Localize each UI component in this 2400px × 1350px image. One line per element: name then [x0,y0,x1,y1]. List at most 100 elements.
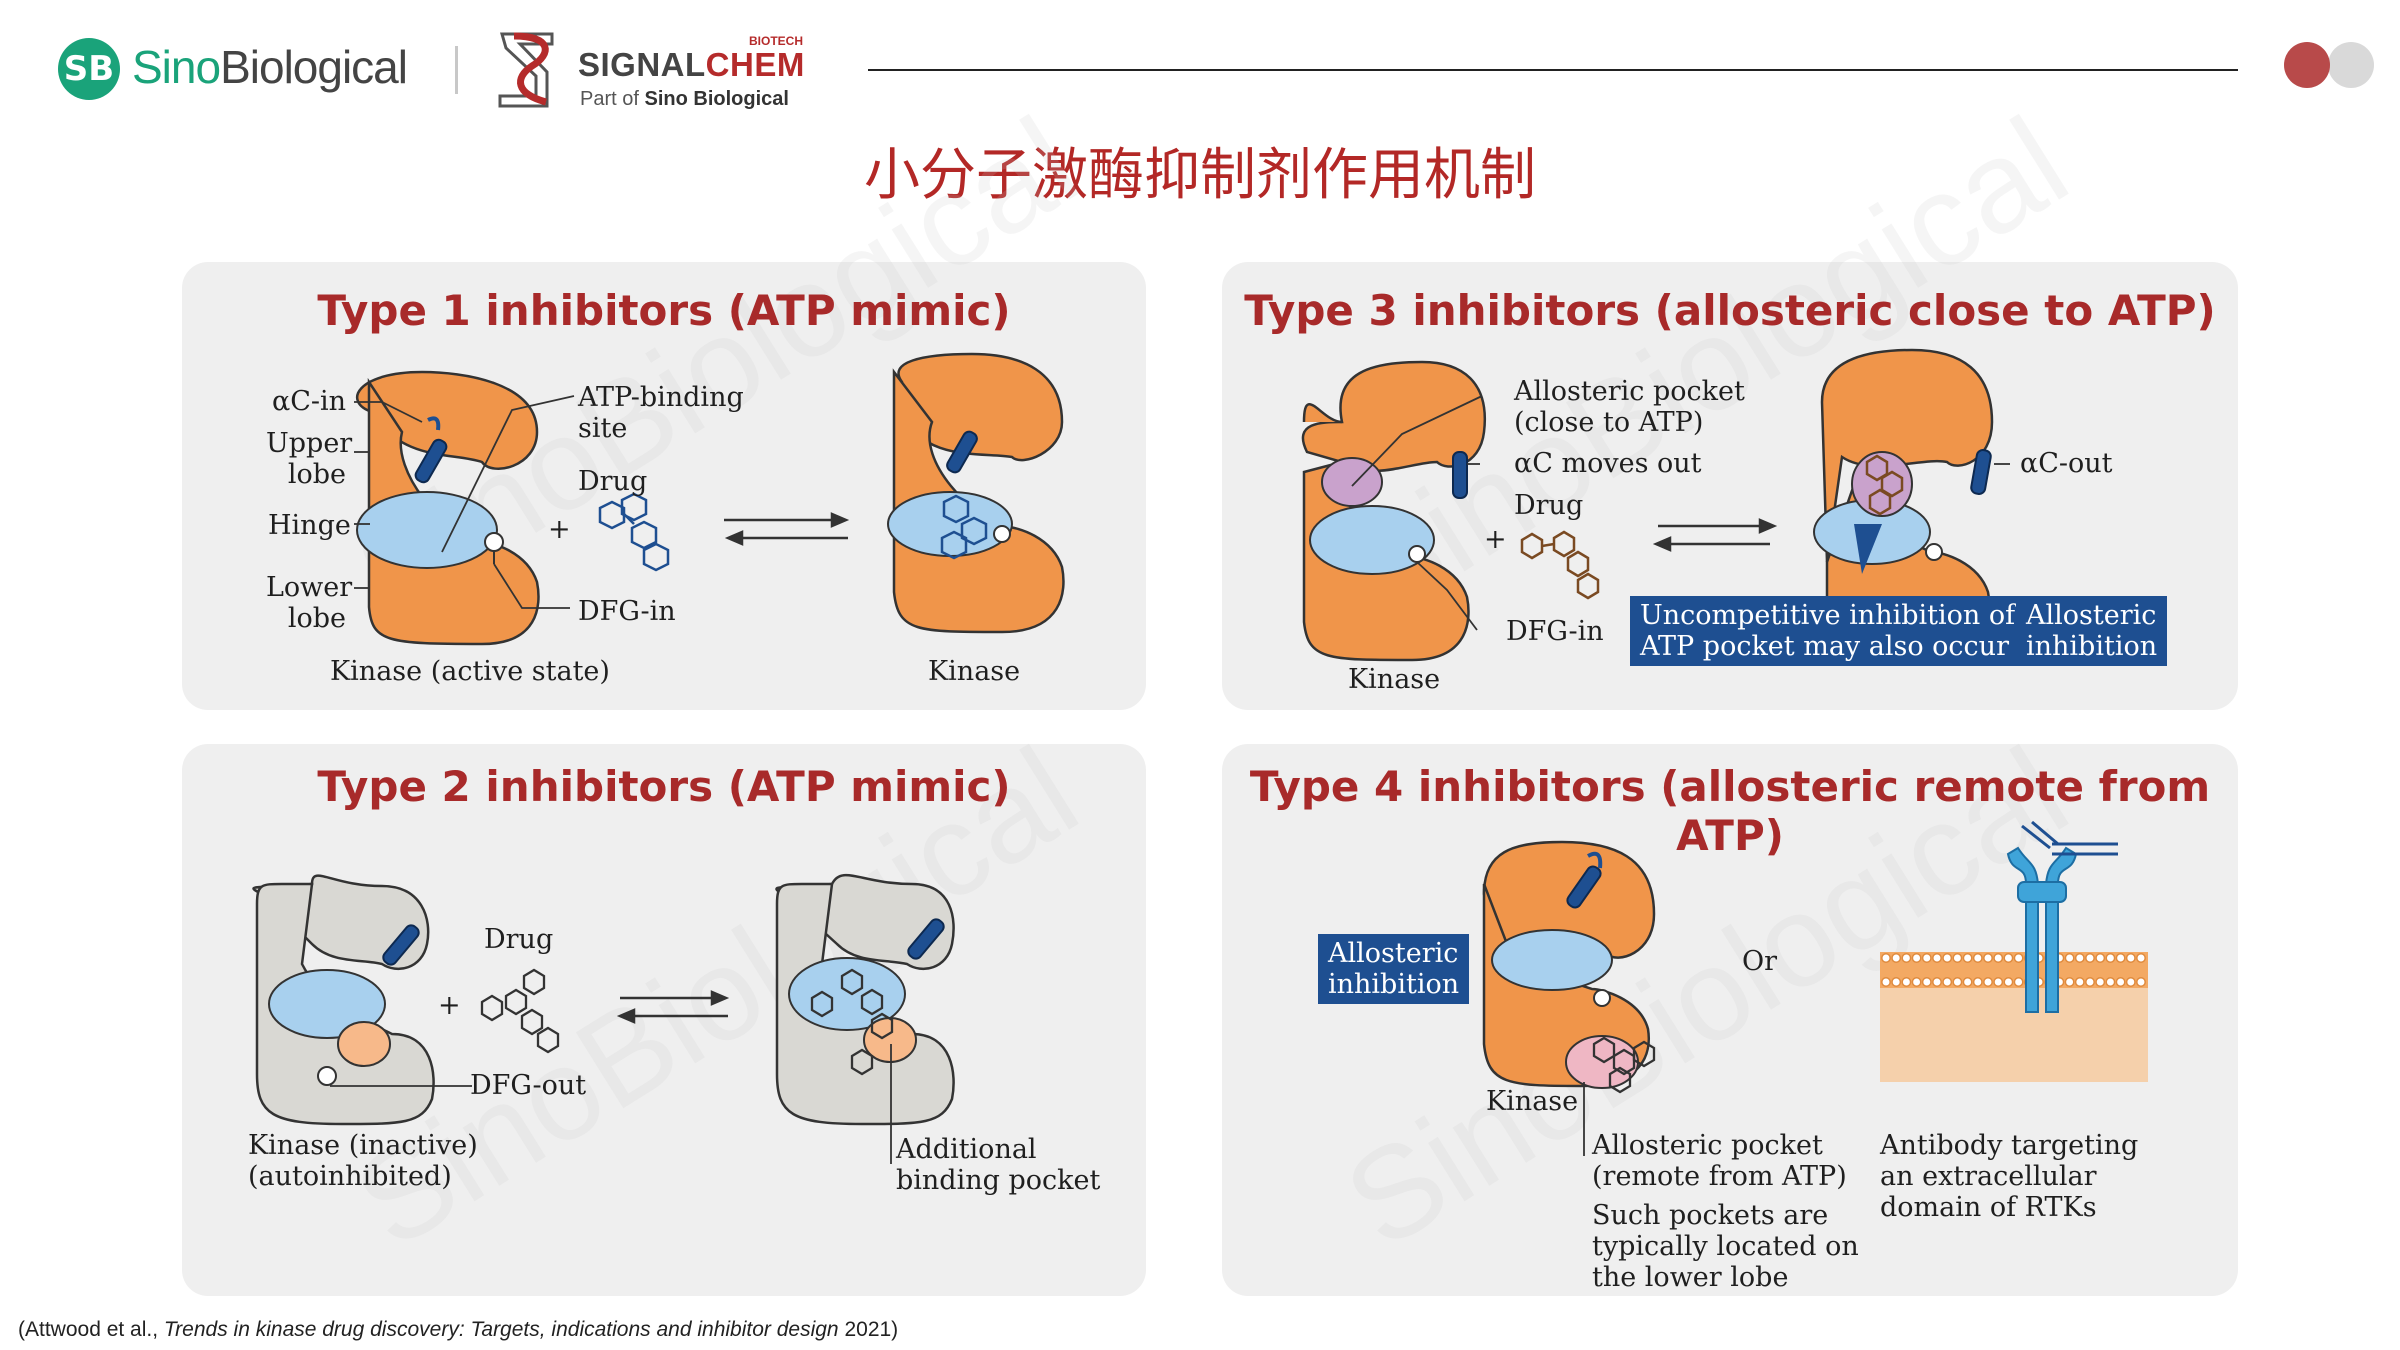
label-hinge: Hinge [268,510,351,541]
equilibrium-arrows-icon [1652,518,1778,552]
page-title: 小分子激酶抑制剂作用机制 [864,143,1536,208]
signalchem-biotech-label: BIOTECH [749,34,803,48]
sino-biological-badge-icon: SB [58,38,120,100]
signalchem-logo: SIGNALCHEM [578,46,805,83]
label-kinase: Kinase [928,656,1021,687]
lipid-bead [2105,977,2116,987]
lipid-bead [2003,953,2014,963]
drug-molecule-icon [480,968,560,1054]
type4-diagram [1482,820,2148,1156]
lipid-bead [2105,953,2116,963]
lipid-bead [1921,977,1932,987]
lipid-bead [1881,977,1891,987]
label-allosteric-pocket: Allosteric pocket(close to ATP) [1514,376,1745,438]
label-drug: Drug [578,466,648,497]
type2-diagram [252,873,955,1164]
lipid-bead [2074,977,2085,987]
lipid-bead [2085,977,2095,987]
label-dfg-in: DFG-in [1506,616,1604,647]
lipid-bead [1901,977,1912,987]
kinase-bound-icon [775,873,955,1126]
cell-membrane-icon [1880,952,2148,1082]
drug-molecule-icon [598,492,670,572]
lipid-bead [1952,977,1963,987]
label-or: Or [1742,946,1778,977]
lipid-bead [2125,977,2136,987]
lipid-bead [2125,953,2136,963]
lipid-bead [1932,953,1942,963]
label-dfg-in: DFG-in [578,596,676,627]
header-rule [868,69,2238,71]
lipid-bead [2115,953,2126,963]
lipid-bead [1993,953,2004,963]
label-ac-in: αC-in [272,386,347,417]
panel-type1 [182,262,1146,710]
lipid-bead [2136,977,2146,987]
lipid-bead [2085,953,2095,963]
logo-divider [455,46,458,94]
label-kinase-active: Kinase (active state) [330,656,610,687]
label-kinase: Kinase [1486,1086,1579,1117]
lipid-bead [1942,977,1953,987]
label-allosteric-pocket-remote: Allosteric pocket(remote from ATP) [1592,1130,1847,1192]
lipid-bead [1901,953,1912,963]
equilibrium-arrows-icon [616,990,730,1024]
lipid-bead [2064,953,2075,963]
lipid-bead [1952,953,1963,963]
lipid-bead [1911,977,1922,987]
label-kinase: Kinase [1348,664,1441,695]
kinase-inactive-icon [252,874,435,1126]
label-dfg-out: DFG-out [470,1070,587,1101]
lipid-bead [1911,953,1922,963]
lipid-bead [1983,977,1993,987]
header-dot-red-icon [2284,42,2330,88]
lipid-bead [1932,977,1942,987]
lipid-bead [2095,953,2106,963]
lipid-bead [1972,953,1983,963]
lipid-bead [1962,953,1973,963]
header-dot-grey-icon [2328,42,2374,88]
lipid-bead [1881,953,1891,963]
sino-biological-logo: SinoBiological [132,41,408,93]
type3-diagram [1301,348,2010,662]
lipid-bead [2136,953,2146,963]
lipid-bead [2074,953,2085,963]
type1-title: Type 1 inhibitors (ATP mimic) [317,286,1011,335]
lipid-bead [1993,977,2004,987]
lipid-bead [2095,977,2106,987]
lipid-bead [1891,977,1902,987]
lipid-bead [1891,953,1902,963]
lipid-bead [2003,977,2014,987]
lipid-bead [2013,953,2024,963]
signalchem-s-mark-icon [498,32,554,108]
kinase-icon [1482,840,1656,1094]
label-plus: + [438,990,461,1021]
lipid-bead [2013,977,2024,987]
label-ac-moves-out: αC moves out [1514,448,1702,479]
kinase-icon [1301,360,1487,662]
drug-molecule-icon [1520,530,1600,600]
lipid-bead [1942,953,1953,963]
lipid-bead [1962,977,1973,987]
label-ac-out: αC-out [2020,448,2113,479]
type1-diagram [354,352,1065,646]
label-plus: + [1484,524,1507,555]
lipid-bead [1972,977,1983,987]
lipid-bead [1921,953,1932,963]
label-kinase-inactive: Kinase (inactive)(autoinhibited) [248,1130,478,1192]
label-plus: + [548,514,571,545]
label-drug: Drug [484,924,554,955]
lipid-bead [1983,953,1993,963]
kinase-bound-icon [887,352,1065,634]
type4-title: Type 4 inhibitors (allosteric remote fro… [1249,762,2211,860]
type2-title: Type 2 inhibitors (ATP mimic) [317,762,1011,811]
